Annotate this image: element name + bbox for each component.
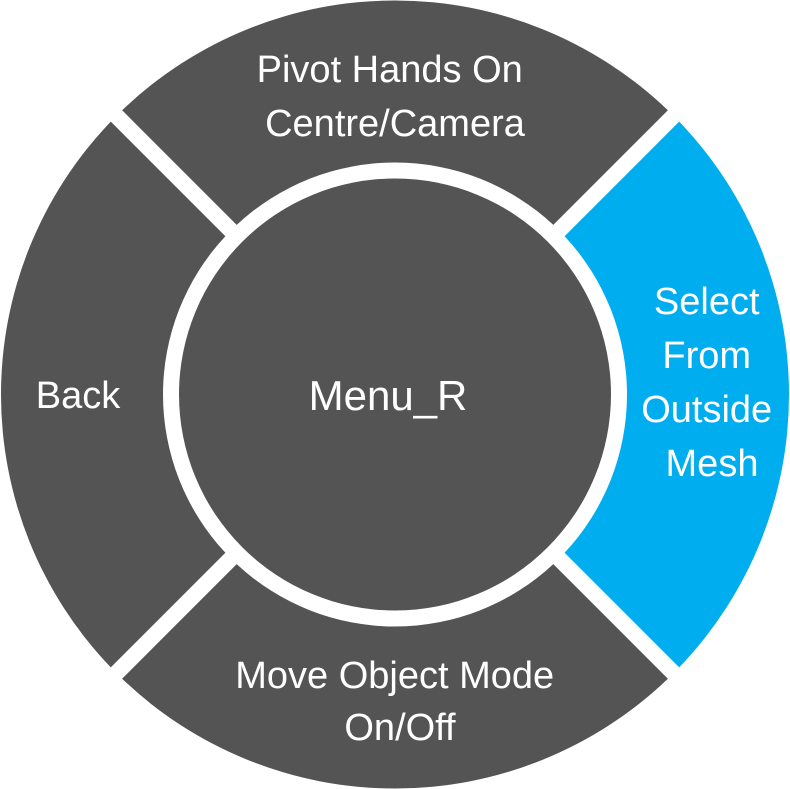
menu-center-button[interactable]: Menu_R <box>179 178 611 611</box>
menu-segment-top-shape[interactable] <box>122 0 668 225</box>
menu-segment-left-shape[interactable] <box>0 121 226 668</box>
menu-segment-right-shape[interactable] <box>564 121 789 668</box>
menu-segment-bottom-shape[interactable] <box>122 564 668 789</box>
menu-center-disc[interactable] <box>179 178 611 611</box>
